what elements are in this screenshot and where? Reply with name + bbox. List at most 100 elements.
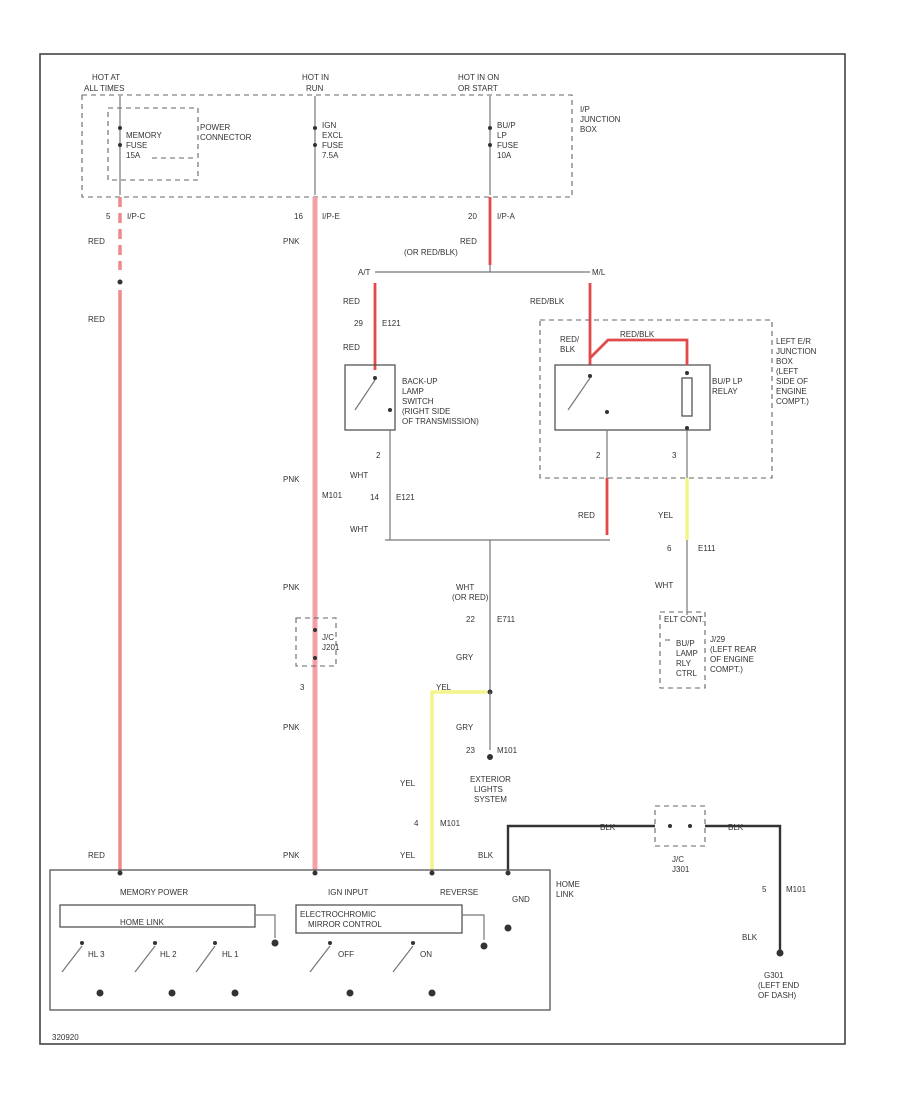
svg-text:LINK: LINK <box>556 890 574 899</box>
svg-text:SWITCH: SWITCH <box>402 397 434 406</box>
svg-text:EXCL: EXCL <box>322 131 343 140</box>
pin-20-label: 20 <box>468 212 477 221</box>
svg-text:PNK: PNK <box>283 851 300 860</box>
pnk-ign-wire: PNK PNK PNK PNK PNK M101 <box>283 197 343 870</box>
ml-redblk-wire: RED/BLK <box>530 283 592 365</box>
svg-text:6: 6 <box>667 544 672 553</box>
svg-text:7.5A: 7.5A <box>322 151 339 160</box>
svg-text:4: 4 <box>414 819 419 828</box>
hl1-switch: HL 1 <box>195 941 239 997</box>
svg-text:WHT: WHT <box>655 581 673 590</box>
svg-text:(OR RED/BLK): (OR RED/BLK) <box>404 248 458 257</box>
exterior-lights-label: EXTERIOR LIGHTS SYSTEM <box>470 775 511 804</box>
hl3-switch: HL 3 <box>61 941 105 997</box>
svg-text:RED: RED <box>343 343 360 352</box>
svg-text:GRY: GRY <box>456 723 474 732</box>
svg-text:3: 3 <box>300 683 305 692</box>
svg-text:EXTERIOR: EXTERIOR <box>470 775 511 784</box>
svg-text:J301: J301 <box>672 865 690 874</box>
ip-junction-box-label: I/P JUNCTION BOX <box>580 105 621 134</box>
svg-text:HL 2: HL 2 <box>160 950 177 959</box>
svg-text:BOX: BOX <box>776 357 794 366</box>
bup-lp-fuse: BU/P LP FUSE 10A <box>488 96 518 195</box>
svg-text:HOT IN: HOT IN <box>302 73 329 82</box>
svg-text:GRY: GRY <box>456 653 474 662</box>
svg-text:YEL: YEL <box>400 851 416 860</box>
svg-text:M101: M101 <box>322 491 343 500</box>
memory-fuse: MEMORY FUSE 15A <box>118 96 196 195</box>
svg-text:GND: GND <box>512 895 530 904</box>
svg-text:I/P: I/P <box>580 105 590 114</box>
svg-text:2: 2 <box>376 451 381 460</box>
power-connector-label: POWER CONNECTOR <box>200 123 252 142</box>
svg-text:BACK-UP: BACK-UP <box>402 377 438 386</box>
svg-text:ALL TIMES: ALL TIMES <box>84 84 124 93</box>
at-ml-split: A/T M/L <box>358 268 606 277</box>
svg-text:RED: RED <box>88 851 105 860</box>
wht-merge-bus: WHT (OR RED) 22 E711 GRY GRY 23 M101 <box>385 539 610 760</box>
svg-text:J/C: J/C <box>672 855 684 864</box>
svg-text:LAMP: LAMP <box>402 387 424 396</box>
svg-text:YEL: YEL <box>658 511 674 520</box>
svg-text:BLK: BLK <box>728 823 744 832</box>
svg-text:ON: ON <box>420 950 432 959</box>
svg-text:E711: E711 <box>497 615 516 624</box>
svg-text:BLK: BLK <box>560 345 576 354</box>
svg-text:RED/: RED/ <box>560 335 580 344</box>
pin-16-label: 16 <box>294 212 303 221</box>
svg-text:ELT CONT.: ELT CONT. <box>664 615 704 624</box>
svg-text:PNK: PNK <box>283 475 300 484</box>
svg-text:MEMORY POWER: MEMORY POWER <box>120 888 188 897</box>
svg-text:RELAY: RELAY <box>712 387 738 396</box>
svg-text:J/29: J/29 <box>710 635 726 644</box>
svg-text:22: 22 <box>466 615 475 624</box>
svg-text:G301: G301 <box>764 971 784 980</box>
hot-in-on-label: HOT IN ON OR START <box>458 73 499 93</box>
svg-text:2: 2 <box>596 451 601 460</box>
outer-frame <box>39 53 846 1045</box>
svg-text:JUNCTION: JUNCTION <box>776 347 817 356</box>
svg-text:CTRL: CTRL <box>676 669 697 678</box>
svg-text:RED: RED <box>343 297 360 306</box>
svg-text:WHT: WHT <box>350 525 368 534</box>
svg-text:POWER: POWER <box>200 123 230 132</box>
svg-text:FUSE: FUSE <box>322 141 343 150</box>
svg-text:M101: M101 <box>497 746 518 755</box>
svg-text:COMPT.): COMPT.) <box>710 665 743 674</box>
red-memory-wire: RED RED RED <box>88 197 123 870</box>
relay-yel-output: YEL 6 E111 WHT <box>655 430 716 615</box>
svg-text:RED: RED <box>460 237 477 246</box>
svg-text:(LEFT: (LEFT <box>776 367 798 376</box>
at-red-wire: RED 29 E121 RED <box>343 283 401 370</box>
svg-text:FUSE: FUSE <box>497 141 518 150</box>
svg-text:WHT: WHT <box>350 471 368 480</box>
svg-text:14: 14 <box>370 493 379 502</box>
on-switch: ON <box>392 941 436 997</box>
svg-text:M/L: M/L <box>592 268 606 277</box>
svg-text:RUN: RUN <box>306 84 324 93</box>
ip-junction-box <box>81 94 573 198</box>
svg-text:LEFT E/R: LEFT E/R <box>776 337 811 346</box>
svg-text:REVERSE: REVERSE <box>440 888 478 897</box>
svg-text:OF TRANSMISSION): OF TRANSMISSION) <box>402 417 479 426</box>
svg-text:LP: LP <box>497 131 507 140</box>
svg-text:HOME: HOME <box>556 880 580 889</box>
hot-at-all-times-label: HOT AT ALL TIMES <box>84 73 124 93</box>
svg-text:(LEFT REAR: (LEFT REAR <box>710 645 757 654</box>
svg-text:FUSE: FUSE <box>126 141 147 150</box>
svg-text:RED: RED <box>88 237 105 246</box>
svg-text:PNK: PNK <box>283 583 300 592</box>
pin-5-label: 5 <box>106 212 111 221</box>
svg-text:JUNCTION: JUNCTION <box>580 115 621 124</box>
ign-excl-fuse: IGN EXCL FUSE 7.5A <box>313 96 343 195</box>
svg-text:BU/P: BU/P <box>497 121 516 130</box>
svg-text:MIRROR CONTROL: MIRROR CONTROL <box>308 920 382 929</box>
svg-text:IGN INPUT: IGN INPUT <box>328 888 369 897</box>
red-bup-wire: RED (OR RED/BLK) <box>404 197 492 272</box>
svg-text:SIDE OF: SIDE OF <box>776 377 808 386</box>
svg-text:OFF: OFF <box>338 950 354 959</box>
backup-lamp-switch: BACK-UP LAMP SWITCH (RIGHT SIDE OF TRANS… <box>344 364 479 431</box>
svg-text:J/C: J/C <box>322 633 334 642</box>
